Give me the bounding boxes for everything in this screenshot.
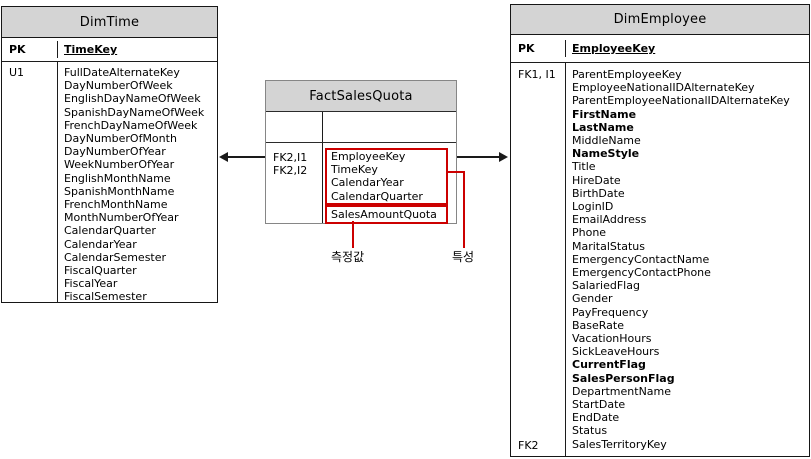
dimtime-pk-label: PK <box>2 40 58 59</box>
field-row: ParentEmployeeNationalIDAlternateKey <box>572 94 790 108</box>
dimtime-key-column: U1 <box>2 62 58 303</box>
field-row: DepartmentName <box>572 384 672 398</box>
field-row: FiscalQuarter <box>64 264 137 278</box>
field-row: FK2,I1 <box>273 151 308 164</box>
factsalesquota-empty-key-cell <box>266 112 323 142</box>
attribute-callout-label: 특성 <box>452 250 475 264</box>
field-row: EmailAddress <box>572 213 647 227</box>
field-row: Title <box>572 160 596 174</box>
dimemployee-pk-field: EmployeeKey <box>572 41 656 55</box>
field-row: SalesTerritoryKey <box>572 437 667 451</box>
field-row: TimeKey <box>331 163 378 177</box>
field-row: CalendarSemester <box>64 250 167 264</box>
factsalesquota-title: FactSalesQuota <box>266 81 456 112</box>
dimemployee-key-top: FK1, I1 <box>518 68 556 81</box>
field-row: StartDate <box>572 398 626 412</box>
dimemployee-title: DimEmployee <box>511 5 809 35</box>
measure-callout-line <box>352 221 354 248</box>
field-row: ParentEmployeeKey <box>572 68 682 81</box>
field-row: WeekNumberOfYear <box>64 158 175 172</box>
arrow-to-dimtime-icon <box>219 152 228 162</box>
field-row: CalendarYear <box>331 176 404 190</box>
field-row: CalendarYear <box>64 237 137 251</box>
dimemployee-pk-label: PK <box>511 39 566 58</box>
measure-callout-label: 측정값 <box>331 250 365 264</box>
field-row: FrenchDayNameOfWeek <box>64 118 198 132</box>
measure-highlight-box: SalesAmountQuota <box>325 204 448 224</box>
measure-field: SalesAmountQuota <box>331 207 437 221</box>
field-row: Status <box>572 424 608 438</box>
field-row: FirstName <box>572 107 637 121</box>
arrow-to-dimemployee-icon <box>499 152 508 162</box>
field-row: CurrentFlag <box>572 358 646 372</box>
field-row: SpanishDayNameOfWeek <box>64 105 205 119</box>
field-row: BaseRate <box>572 318 625 332</box>
field-row: FiscalSemester <box>64 290 147 304</box>
field-row: BirthDate <box>572 186 625 200</box>
field-row: FrenchMonthName <box>64 198 168 212</box>
field-row: Gender <box>572 292 613 306</box>
dimemployee-key-bottom: FK2 <box>518 438 539 452</box>
dimtime-pk-row: PK TimeKey <box>2 38 217 62</box>
factsalesquota-empty-row <box>266 112 456 143</box>
field-row: SalesPersonFlag <box>572 371 675 385</box>
field-row: CalendarQuarter <box>64 224 156 238</box>
field-row: LoginID <box>572 200 614 214</box>
field-row: SalariedFlag <box>572 279 640 293</box>
field-row: CalendarQuarter <box>331 189 423 203</box>
field-row: VacationHours <box>572 332 652 346</box>
field-row: DayNumberOfWeek <box>64 79 173 93</box>
dimemployee-key-column: FK1, I1 FK2 <box>511 63 566 456</box>
field-row: HireDate <box>572 173 621 187</box>
table-dimemployee: DimEmployee PK EmployeeKey FK1, I1 FK2 P… <box>510 4 810 457</box>
attribute-callout-line-horizontal <box>447 171 465 173</box>
attribute-callout-line-vertical <box>463 171 465 248</box>
field-row: MaritalStatus <box>572 239 645 253</box>
field-row: PayFrequency <box>572 305 649 319</box>
field-row: LastName <box>572 120 634 134</box>
field-row: SpanishMonthName <box>64 184 175 198</box>
field-row: EnglishDayNameOfWeek <box>64 92 201 106</box>
field-row: MonthNumberOfYear <box>64 211 179 225</box>
field-row: EmployeeNationalIDAlternateKey <box>572 81 755 95</box>
dimtime-pk-field: TimeKey <box>64 42 118 56</box>
relationship-line-dimtime <box>226 156 265 158</box>
field-row: EnglishMonthName <box>64 171 171 185</box>
field-row: DayNumberOfMonth <box>64 132 177 146</box>
dimemployee-pk-row: PK EmployeeKey <box>511 35 809 63</box>
field-row: FullDateAlternateKey <box>64 66 180 79</box>
field-row: EmployeeKey <box>331 150 406 163</box>
field-row: MiddleName <box>572 134 641 148</box>
field-row: EndDate <box>572 411 620 425</box>
factsalesquota-empty-field-cell <box>323 112 456 142</box>
relationship-line-dimemployee <box>457 156 499 158</box>
field-row: U1 <box>9 66 25 79</box>
field-row: FiscalYear <box>64 277 118 291</box>
field-row: EmergencyContactPhone <box>572 266 711 280</box>
field-row: Phone <box>572 226 607 240</box>
dimtime-title: DimTime <box>2 7 217 38</box>
field-row: SickLeaveHours <box>572 345 660 359</box>
field-row: NameStyle <box>572 147 640 161</box>
field-row: EmergencyContactName <box>572 252 710 266</box>
field-row: FK2,I2 <box>273 164 308 178</box>
field-row: DayNumberOfYear <box>64 145 166 159</box>
table-dimtime: DimTime PK TimeKey U1 FullDateAlternateK… <box>1 6 218 303</box>
